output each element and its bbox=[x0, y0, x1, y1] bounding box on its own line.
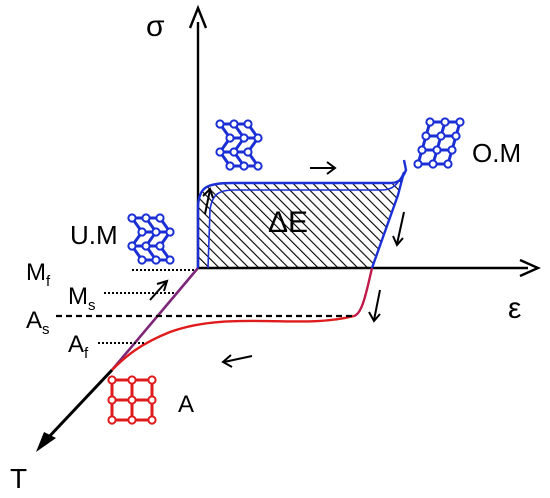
austenite-recovery-curve bbox=[111, 314, 355, 371]
recovery-arrow bbox=[221, 354, 253, 368]
lattice-atom bbox=[253, 133, 263, 143]
lattice-atom bbox=[155, 241, 165, 251]
lattice-atom bbox=[432, 145, 442, 155]
lattice-atom bbox=[147, 415, 157, 425]
lattice-atom bbox=[137, 227, 147, 237]
lattice-atom bbox=[107, 415, 117, 425]
lattice-atom bbox=[107, 395, 117, 405]
heating-arrow bbox=[368, 289, 381, 323]
untwinned-martensite-lattice-icon bbox=[127, 213, 175, 265]
lattice-atom bbox=[137, 255, 147, 265]
oriented-martensite-lattice-icon bbox=[413, 117, 465, 169]
lattice-atom bbox=[151, 227, 161, 237]
lattice-atom bbox=[127, 213, 137, 223]
lattice-atom bbox=[455, 117, 465, 127]
lattice-atom bbox=[141, 241, 151, 251]
lattice-atom bbox=[215, 147, 225, 157]
lattice-atom bbox=[107, 375, 117, 385]
lattice-atom bbox=[155, 213, 165, 223]
martensite-return-curve bbox=[370, 171, 406, 269]
lattice-atom bbox=[440, 117, 450, 127]
untwinned-martensite-label: U.M bbox=[70, 220, 118, 250]
uptake-arrow bbox=[202, 187, 214, 215]
energy-label: ΔE bbox=[268, 206, 308, 239]
unloading-arrow bbox=[392, 211, 405, 247]
detwinning-martensite-lattice-icon bbox=[215, 119, 263, 171]
lattice-atom bbox=[425, 117, 435, 127]
lattice-atom bbox=[253, 161, 263, 171]
martensite-unloading-curve bbox=[207, 171, 405, 269]
loading-arrow bbox=[310, 161, 337, 175]
lattice-atom bbox=[239, 161, 249, 171]
lattice-atom bbox=[451, 131, 461, 141]
austenite-lattice-icon bbox=[107, 375, 157, 425]
af-label: Af bbox=[68, 331, 89, 362]
lattice-atom bbox=[127, 395, 137, 405]
lattice-atom bbox=[127, 375, 137, 385]
lattice-atom bbox=[243, 147, 253, 157]
mf-label: Mf bbox=[26, 259, 51, 290]
as-label: As bbox=[26, 307, 50, 338]
strain-axis-label: ε bbox=[508, 292, 521, 325]
temperature-axis-arrowhead bbox=[36, 432, 56, 452]
lattice-atom bbox=[147, 375, 157, 385]
lattice-atom bbox=[127, 241, 137, 251]
lattice-atom bbox=[436, 131, 446, 141]
lattice-atom bbox=[229, 147, 239, 157]
lattice-atom bbox=[165, 227, 175, 237]
lattice-atom bbox=[225, 133, 235, 143]
lattice-atom bbox=[147, 395, 157, 405]
temperature-axis-upper bbox=[111, 267, 199, 371]
energy-hatched-area bbox=[198, 170, 406, 268]
lattice-atom bbox=[447, 145, 457, 155]
lattice-atom bbox=[243, 119, 253, 129]
lattice-atom bbox=[165, 255, 175, 265]
oriented-martensite-label: O.M bbox=[472, 138, 521, 168]
lattice-atom bbox=[443, 159, 453, 169]
lattice-atom bbox=[239, 133, 249, 143]
lattice-atom bbox=[413, 159, 423, 169]
stress-axis-arrowhead bbox=[188, 4, 208, 29]
lattice-atom bbox=[229, 119, 239, 129]
strain-recovery-curve bbox=[353, 267, 374, 318]
lattice-atom bbox=[141, 213, 151, 223]
strain-axis-arrowhead bbox=[519, 258, 541, 278]
cooling-arrow bbox=[149, 279, 169, 301]
ms-label: Ms bbox=[68, 283, 96, 314]
lattice-atom bbox=[225, 161, 235, 171]
austenite-label: A bbox=[178, 391, 194, 418]
lattice-atom bbox=[417, 145, 427, 155]
stress-axis-label: σ bbox=[146, 10, 165, 43]
temperature-axis-label: T bbox=[10, 463, 27, 494]
lattice-atom bbox=[127, 415, 137, 425]
lattice-atom bbox=[428, 159, 438, 169]
lattice-atom bbox=[421, 131, 431, 141]
temperature-axis-lower bbox=[44, 368, 114, 442]
lattice-atom bbox=[151, 255, 161, 265]
lattice-atom bbox=[215, 119, 225, 129]
